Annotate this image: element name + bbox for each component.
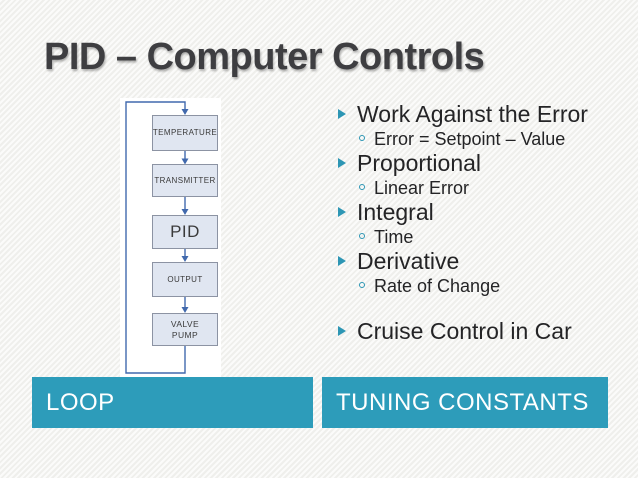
list-item: Integral bbox=[330, 200, 630, 225]
down-arrowhead-icon bbox=[181, 209, 189, 215]
footer-banner-label: TUNING CONSTANTS bbox=[336, 388, 589, 416]
footer-banner-loop: LOOP bbox=[32, 377, 313, 428]
list-item-label: Rate of Change bbox=[374, 276, 501, 296]
list-item: Derivative bbox=[330, 249, 630, 274]
bullet-triangle-icon bbox=[338, 158, 346, 168]
list-item-label: Integral bbox=[357, 199, 434, 225]
list-item: Proportional bbox=[330, 151, 630, 176]
bullet-list: Work Against the Error Error = Setpoint … bbox=[330, 102, 630, 344]
list-subitem: Time bbox=[330, 225, 630, 249]
list-item-label: Error = Setpoint – Value bbox=[374, 129, 566, 149]
pid-loop-diagram: TEMPERATURE TRANSMITTER PID OUTPUT VALVE… bbox=[120, 98, 221, 379]
footer-banner-label: LOOP bbox=[46, 388, 115, 416]
bullet-triangle-icon bbox=[338, 109, 346, 119]
list-item: Cruise Control in Car bbox=[330, 319, 630, 344]
list-item-label: Linear Error bbox=[374, 178, 470, 198]
flow-arrows bbox=[125, 101, 189, 374]
bullet-circle-icon bbox=[359, 184, 365, 190]
down-arrowhead-icon bbox=[181, 109, 189, 115]
list-item-label: Cruise Control in Car bbox=[357, 318, 572, 344]
bullet-circle-icon bbox=[359, 135, 365, 141]
list-subitem: Rate of Change bbox=[330, 274, 630, 298]
down-arrowhead-icon bbox=[181, 158, 189, 165]
slide-title: PID – Computer Controls bbox=[44, 36, 485, 78]
diagram-box-pid: PID bbox=[152, 215, 218, 249]
bullet-triangle-icon bbox=[338, 326, 346, 336]
diagram-box-valve-pump: VALVE PUMP bbox=[152, 313, 218, 346]
list-subitem: Linear Error bbox=[330, 176, 630, 200]
list-item-label: Time bbox=[374, 227, 414, 247]
bullet-triangle-icon bbox=[338, 256, 346, 266]
down-arrowhead-icon bbox=[181, 307, 189, 313]
list-spacer bbox=[330, 298, 630, 319]
list-subitem: Error = Setpoint – Value bbox=[330, 127, 630, 151]
bullet-circle-icon bbox=[359, 233, 365, 239]
list-item-label: Work Against the Error bbox=[357, 101, 588, 127]
list-item: Work Against the Error bbox=[330, 102, 630, 127]
list-item-label: Derivative bbox=[357, 248, 460, 274]
footer-banner-tuning-constants: TUNING CONSTANTS bbox=[322, 377, 608, 428]
bullet-circle-icon bbox=[359, 282, 365, 288]
diagram-box-transmitter: TRANSMITTER bbox=[152, 164, 218, 197]
feedback-loop-line bbox=[125, 101, 186, 374]
list-item-label: Proportional bbox=[357, 150, 482, 176]
diagram-box-output: OUTPUT bbox=[152, 262, 218, 297]
bullet-triangle-icon bbox=[338, 207, 346, 217]
down-arrowhead-icon bbox=[181, 256, 189, 262]
diagram-box-temperature: TEMPERATURE bbox=[152, 115, 218, 151]
